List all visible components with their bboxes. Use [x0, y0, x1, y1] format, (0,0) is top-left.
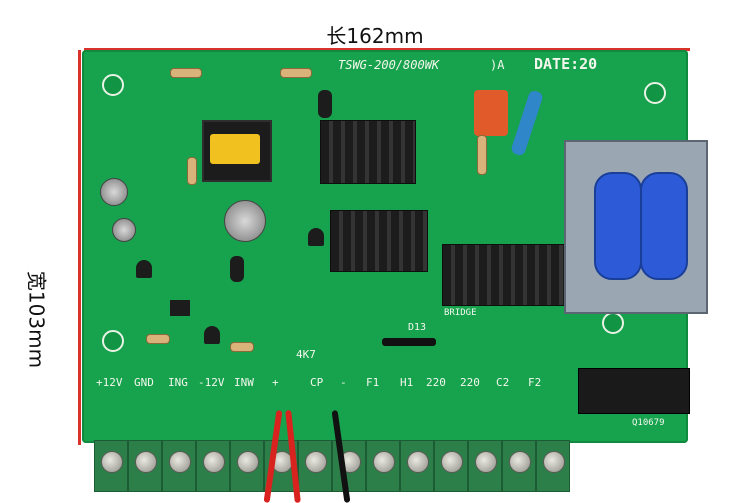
height-label: 宽103mm: [24, 270, 49, 369]
resistor: [230, 342, 254, 352]
pcb-board: TSWG-200/800WK )A DATE:20 4K7 BRIDGE D13…: [82, 50, 708, 492]
terminal-label: ING: [168, 376, 188, 389]
relay-connector: [578, 368, 690, 414]
resistor: [170, 68, 202, 78]
terminal-label: +12V: [96, 376, 123, 389]
width-dimension: 长162mm: [0, 0, 750, 51]
heatsink: [330, 210, 428, 272]
screw: [475, 451, 497, 473]
screw: [407, 451, 429, 473]
height-dimension-line: [78, 50, 81, 445]
transformer-coil: [594, 172, 642, 280]
transformer-coil: [640, 172, 688, 280]
mounting-hole: [644, 82, 666, 104]
screw: [203, 451, 225, 473]
blue-resistor: [510, 89, 544, 157]
width-label: 长162mm: [326, 24, 424, 48]
terminal: [128, 440, 162, 492]
screw: [305, 451, 327, 473]
screw: [135, 451, 157, 473]
screw: [509, 451, 531, 473]
terminal-label: -: [340, 376, 347, 389]
screw: [441, 451, 463, 473]
mounting-hole: [602, 312, 624, 334]
main-transformer: [564, 140, 708, 314]
bridge-label: BRIDGE: [444, 308, 477, 318]
terminal-label: +: [272, 376, 279, 389]
terminal: [434, 440, 468, 492]
transistor: [308, 228, 324, 246]
heatsink: [320, 120, 416, 184]
terminal: [468, 440, 502, 492]
height-dimension: 宽103mm: [0, 50, 81, 503]
mounting-hole: [102, 330, 124, 352]
terminal: [502, 440, 536, 492]
transistor: [136, 260, 152, 278]
screw: [373, 451, 395, 473]
terminal: [536, 440, 570, 492]
terminal-label: GND: [134, 376, 154, 389]
terminal-label: 220: [460, 376, 480, 389]
capacitor-small: [318, 90, 332, 118]
model-suffix: )A: [490, 58, 505, 72]
terminal: [366, 440, 400, 492]
terminal-label: H1: [400, 376, 414, 389]
terminal-label: F2: [528, 376, 542, 389]
resistor: [477, 135, 487, 175]
terminal-label: INW: [234, 376, 254, 389]
terminal-label: C2: [496, 376, 510, 389]
terminal-label: F1: [366, 376, 380, 389]
terminal: [94, 440, 128, 492]
screw: [543, 451, 565, 473]
date-text: DATE:20: [534, 55, 598, 73]
connector-label: Q10679: [632, 418, 665, 428]
capacitor-small: [230, 256, 244, 282]
mounting-hole: [102, 74, 124, 96]
terminal: [230, 440, 264, 492]
capacitor: [112, 218, 136, 242]
terminal-label: CP: [310, 376, 324, 389]
screw: [101, 451, 123, 473]
width-dimension-line: [84, 48, 690, 51]
terminal-label: -12V: [198, 376, 225, 389]
pot-label: 4K7: [296, 348, 316, 361]
terminal: [298, 440, 332, 492]
terminal: [400, 440, 434, 492]
capacitor: [100, 178, 128, 206]
screw: [169, 451, 191, 473]
terminal-label: 220: [426, 376, 446, 389]
resistor: [187, 157, 197, 185]
resistor: [280, 68, 312, 78]
capacitor: [224, 200, 266, 242]
terminal: [162, 440, 196, 492]
chip: [170, 300, 190, 316]
bridge-heatsink: [442, 244, 578, 306]
screw: [237, 451, 259, 473]
small-transformer: [202, 120, 272, 182]
film-capacitor: [474, 90, 508, 136]
transistor: [204, 326, 220, 344]
model-text: TSWG-200/800WK: [338, 58, 440, 72]
resistor: [146, 334, 170, 344]
transformer-winding: [210, 134, 260, 164]
terminal: [196, 440, 230, 492]
diode: [382, 338, 436, 346]
diode-label: D13: [408, 322, 427, 333]
terminal: [332, 440, 366, 492]
